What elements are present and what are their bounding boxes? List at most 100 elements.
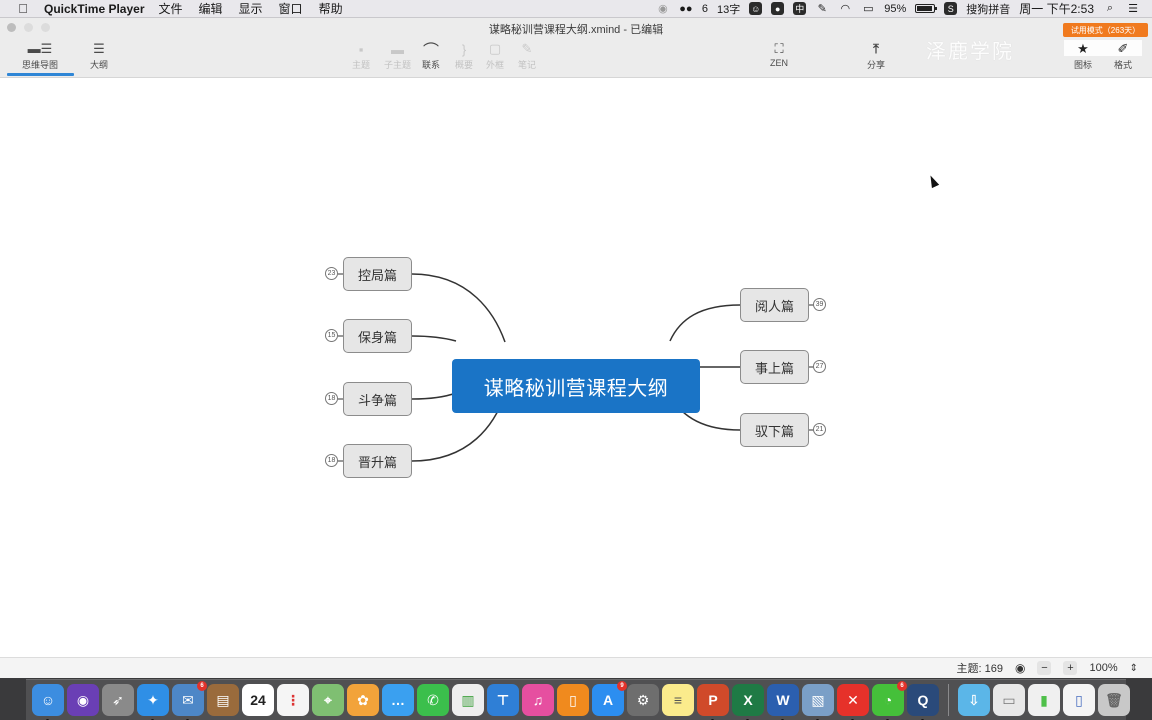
preview-mail-icon[interactable]: ✉6 xyxy=(172,681,207,720)
topic-node[interactable]: 保身篇 xyxy=(343,319,412,353)
airplay-icon[interactable]: ▭ xyxy=(863,3,874,15)
mindmap-canvas[interactable]: 控局篇 23 保身篇 15 斗争篇 18 晋升篇 18 谋略秘训营课程大纲 阅人… xyxy=(0,79,1152,657)
close-button[interactable] xyxy=(7,23,16,32)
zoom-stepper-icon[interactable]: ⇕ xyxy=(1129,662,1138,674)
siri-glyph: ◉ xyxy=(76,691,90,708)
topic-button[interactable]: ▪ 主题 xyxy=(352,41,371,71)
topic-node[interactable]: 阅人篇 xyxy=(740,288,809,322)
topic-node[interactable]: 事上篇 xyxy=(740,350,809,384)
satellite-icon[interactable]: ✎ xyxy=(817,3,827,15)
tab-mindmap[interactable]: ▬☰ 思维导图 xyxy=(22,41,59,70)
subtopic-count-badge[interactable]: 27 xyxy=(813,360,826,373)
menu-help[interactable]: 帮助 xyxy=(318,2,343,16)
battery-percent: 95% xyxy=(884,2,907,15)
xmind-icon[interactable]: ✕ xyxy=(837,684,869,720)
minimize-button[interactable] xyxy=(24,23,33,32)
input-method-label[interactable]: 搜狗拼音 xyxy=(966,3,1011,16)
share-button[interactable]: ⤒ 分享 xyxy=(867,41,886,70)
icons-panel-button[interactable]: ★ 图标 xyxy=(1074,41,1093,70)
spotlight-search-icon[interactable]: ⌕ xyxy=(1106,2,1114,14)
subtopic-button[interactable]: ▬ 子主题 xyxy=(384,41,412,71)
menu-window[interactable]: 窗口 xyxy=(278,2,303,16)
topic-node[interactable]: 驭下篇 xyxy=(740,413,809,447)
subtopic-count-badge[interactable]: 18 xyxy=(325,454,338,467)
active-tab-indicator xyxy=(7,73,74,76)
eye-icon[interactable]: ◉ xyxy=(1014,661,1026,675)
numbers-icon[interactable]: ▥ xyxy=(452,684,484,716)
topic-node[interactable]: 控局篇 xyxy=(343,257,412,291)
outline-icon: ☰ xyxy=(93,41,105,56)
system-preferences-icon[interactable]: ⚙ xyxy=(627,684,659,716)
summary-icon: } xyxy=(461,41,467,57)
subtopic-count-badge[interactable]: 18 xyxy=(325,392,338,405)
menu-edit[interactable]: 编辑 xyxy=(198,2,223,16)
launchpad-icon[interactable]: ➶ xyxy=(102,684,134,716)
relationship-button[interactable]: ⌒ 联系 xyxy=(422,40,440,71)
safari-icon[interactable]: ✦ xyxy=(137,684,169,720)
photos-icon[interactable]: ✿ xyxy=(347,684,379,716)
finder-icon[interactable]: ☺ xyxy=(32,684,64,720)
reminders-icon[interactable]: ⋮ xyxy=(277,684,309,716)
notification-center-icon[interactable]: ☰ xyxy=(1128,3,1138,15)
subtopic-count-badge[interactable]: 23 xyxy=(325,267,338,280)
record-icon[interactable]: ◉ xyxy=(658,3,668,15)
subtopic-count-badge[interactable]: 15 xyxy=(325,329,338,342)
facetime-icon[interactable]: ✆ xyxy=(417,684,449,716)
trial-badge[interactable]: 试用模式（263天） xyxy=(1063,23,1148,37)
maps-icon[interactable]: ⌖ xyxy=(312,684,344,716)
preview-icon[interactable]: ▧ xyxy=(802,684,834,720)
zen-mode-button[interactable]: ⛶ ZEN xyxy=(770,41,788,68)
subtopic-count-badge[interactable]: 21 xyxy=(813,423,826,436)
downloads-folder-icon[interactable]: ⇩ xyxy=(958,684,990,716)
wifi-icon[interactable]: ◠ xyxy=(840,3,851,15)
word-icon[interactable]: W xyxy=(767,684,799,720)
itunes-icon[interactable]: ♫ xyxy=(522,684,554,716)
central-topic[interactable]: 谋略秘训营课程大纲 xyxy=(452,359,700,413)
sogou-icon[interactable]: S xyxy=(944,2,958,15)
siri-icon[interactable]: ◉ xyxy=(67,684,99,716)
messages-icon[interactable]: … xyxy=(382,684,414,716)
quicktime-icon[interactable]: Q xyxy=(907,684,939,720)
emoji-icon[interactable]: ☺ xyxy=(749,2,763,15)
mic-icon[interactable]: ● xyxy=(771,2,785,15)
tab-outline[interactable]: ☰ 大纲 xyxy=(90,41,109,70)
menu-file[interactable]: 文件 xyxy=(158,2,183,16)
zoom-in-button[interactable]: + xyxy=(1063,661,1078,675)
document-stack-1-icon[interactable]: ▭ xyxy=(993,684,1025,716)
subtopic-count-badge[interactable]: 39 xyxy=(813,298,826,311)
apple-icon[interactable]:  xyxy=(16,1,30,16)
format-panel-button[interactable]: ✐ 格式 xyxy=(1114,41,1133,70)
notes-button[interactable]: ✎ 笔记 xyxy=(518,41,537,70)
topic-node[interactable]: 斗争篇 xyxy=(343,382,412,416)
powerpoint-icon[interactable]: P xyxy=(697,684,729,720)
boundary-button[interactable]: ▢ 外框 xyxy=(486,41,505,70)
trash-icon[interactable]: 🗑 xyxy=(1098,684,1130,716)
calendar-icon[interactable]: 24 xyxy=(242,684,274,716)
app-menu[interactable]: QuickTime Player xyxy=(44,1,145,16)
zoom-level[interactable]: 100% xyxy=(1089,662,1118,674)
zoom-button[interactable] xyxy=(41,23,50,32)
contacts-icon[interactable]: ▤ xyxy=(207,684,239,716)
summary-button[interactable]: } 概要 xyxy=(455,41,474,71)
document-stack-2-icon[interactable]: ▮ xyxy=(1028,684,1060,716)
keynote-icon[interactable]: ⊤ xyxy=(487,684,519,716)
excel-icon[interactable]: X xyxy=(732,684,764,720)
wechat-icon[interactable]: ●● xyxy=(679,2,693,15)
char-count[interactable]: 13字 xyxy=(717,3,741,16)
system-preferences-glyph: ⚙ xyxy=(636,691,650,708)
status-area: ◉ ●● 6 13字 ☺ ● 中 ✎ ◠ ▭ 95% S 搜狗拼音 周一 下午2… xyxy=(656,0,1152,17)
menu-view[interactable]: 显示 xyxy=(238,2,263,16)
star-icon: ★ xyxy=(1077,41,1089,56)
wechat-icon[interactable]: ◔6 xyxy=(872,681,907,720)
excel-glyph: X xyxy=(743,692,753,708)
battery-icon[interactable] xyxy=(915,4,938,13)
ibooks-icon[interactable]: ▯ xyxy=(557,684,589,716)
zoom-out-button[interactable]: − xyxy=(1037,661,1052,675)
relationship-icon: ⌒ xyxy=(423,43,440,60)
notes-icon[interactable]: ≡ xyxy=(662,684,694,716)
document-stack-3-icon[interactable]: ▯ xyxy=(1063,684,1095,716)
clock[interactable]: 周一 下午2:53 xyxy=(1019,2,1094,16)
topic-node[interactable]: 晋升篇 xyxy=(343,444,412,478)
chinese-input-icon[interactable]: 中 xyxy=(793,2,807,15)
